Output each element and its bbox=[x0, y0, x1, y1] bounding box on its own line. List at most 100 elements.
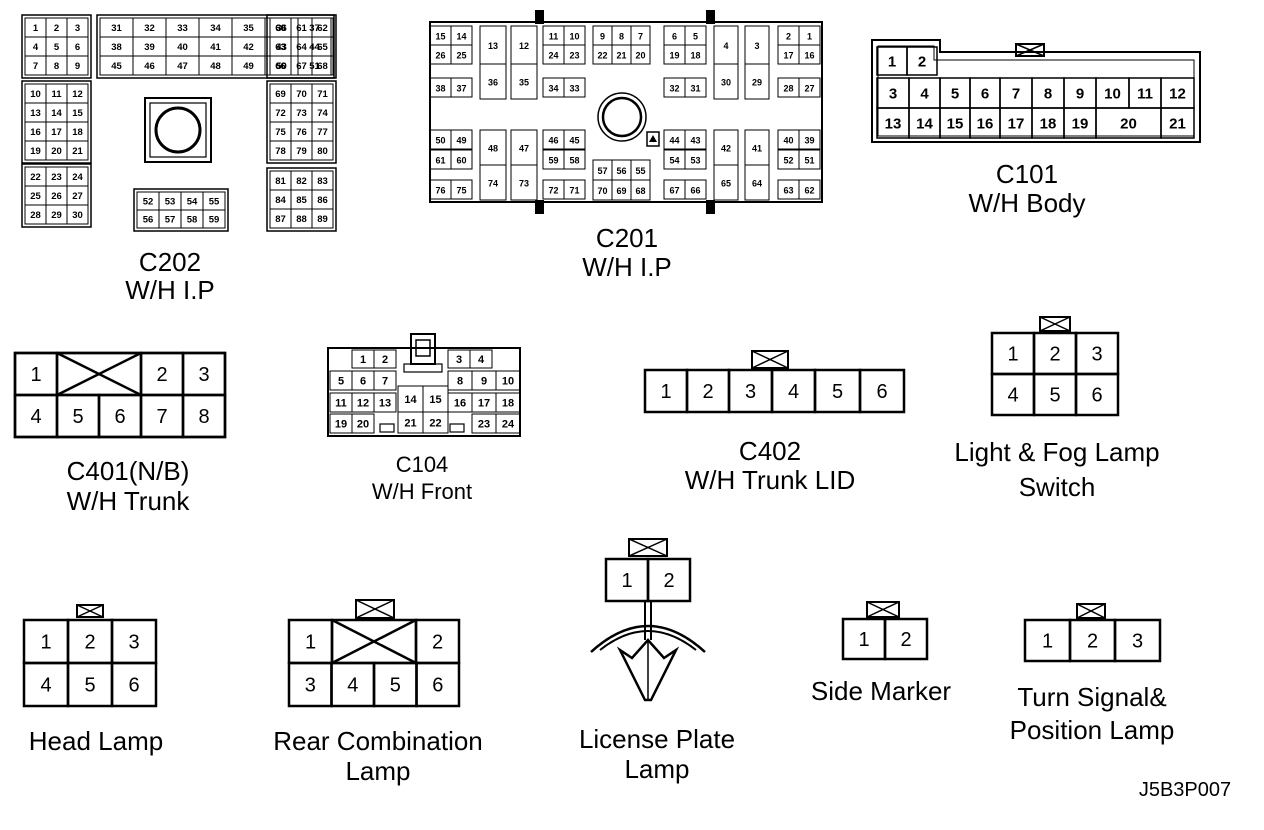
pin-number: 17 bbox=[478, 398, 490, 410]
guide-rail bbox=[706, 200, 715, 214]
pin-number: 12 bbox=[1169, 86, 1186, 103]
pin-number: 12 bbox=[72, 89, 83, 100]
boss-outer bbox=[597, 92, 647, 142]
pin-cell bbox=[684, 179, 707, 200]
pin-cell bbox=[202, 209, 226, 229]
c401-name-caption: W/H Trunk bbox=[67, 486, 191, 516]
pin-number: 70 bbox=[296, 89, 307, 100]
pin-number: 42 bbox=[243, 42, 254, 53]
boss-ring bbox=[154, 106, 202, 154]
c402-name-caption: W/H Trunk LID bbox=[685, 465, 855, 495]
pin-number: 61 bbox=[296, 23, 307, 34]
c104-code-caption: C104 bbox=[396, 452, 449, 477]
pin-number: 11 bbox=[1137, 86, 1153, 103]
pin-number: 7 bbox=[156, 406, 167, 428]
pin-number: 5 bbox=[338, 376, 344, 388]
pin-number: 2 bbox=[918, 54, 926, 71]
pin-number: 1 bbox=[30, 364, 41, 386]
pin-number: 41 bbox=[210, 42, 221, 53]
pin-number: 55 bbox=[635, 166, 645, 176]
pin-number: 24 bbox=[548, 51, 558, 61]
latch-base bbox=[403, 363, 443, 373]
head-lamp-caption: Head Lamp bbox=[29, 726, 163, 756]
pin-number: 4 bbox=[347, 675, 358, 697]
pin-number: 7 bbox=[1012, 86, 1020, 103]
pin-number: 37 bbox=[456, 84, 466, 94]
boss-inner bbox=[149, 102, 207, 158]
pin-number: 65 bbox=[721, 179, 731, 189]
pin-number: 77 bbox=[317, 127, 328, 138]
pin-number: 15 bbox=[947, 116, 964, 133]
pin-number: 58 bbox=[569, 156, 579, 166]
pin-number: 12 bbox=[519, 41, 529, 51]
locking-tab-icon bbox=[1015, 43, 1045, 57]
pin-cell bbox=[469, 349, 493, 369]
pin-number: 30 bbox=[72, 210, 83, 221]
pin-number: 7 bbox=[382, 376, 388, 388]
pin-number: 21 bbox=[616, 51, 626, 61]
pin-number: 8 bbox=[619, 32, 624, 42]
pin-cell bbox=[422, 411, 449, 434]
pin-number: 10 bbox=[30, 89, 41, 100]
pin-number: 72 bbox=[275, 108, 286, 119]
pin-number: 70 bbox=[597, 186, 607, 196]
pin-number: 5 bbox=[1049, 385, 1060, 407]
pin-number: 59 bbox=[548, 156, 558, 166]
pin-cell bbox=[495, 413, 521, 434]
pin-number: 29 bbox=[752, 78, 762, 88]
locking-tab bbox=[866, 601, 900, 618]
guide-rail bbox=[706, 10, 715, 24]
pin-cell bbox=[563, 179, 586, 200]
pin-number: 47 bbox=[519, 144, 529, 154]
pin-number: 52 bbox=[143, 197, 154, 208]
pin-number: 9 bbox=[600, 32, 605, 42]
pin-cell bbox=[798, 77, 821, 98]
pin-number: 4 bbox=[33, 42, 39, 53]
pin-number: 3 bbox=[75, 23, 80, 34]
pin-number: 43 bbox=[690, 136, 700, 146]
block-outline bbox=[133, 188, 229, 232]
pin-cell bbox=[450, 129, 473, 150]
pin-number: 16 bbox=[977, 116, 994, 133]
pin-number: 50 bbox=[435, 136, 445, 146]
pin-number: 13 bbox=[379, 398, 391, 410]
block-outline bbox=[96, 14, 335, 79]
c201-name-caption: W/H I.P bbox=[582, 252, 672, 282]
pin-number: 40 bbox=[783, 136, 793, 146]
latch-inner bbox=[415, 339, 431, 357]
turn-signal-caption-line1: Turn Signal& bbox=[1017, 682, 1166, 712]
c401-code-caption: C401(N/B) bbox=[67, 456, 190, 486]
pin-cell bbox=[415, 661, 461, 708]
pin-cell bbox=[510, 63, 538, 100]
block-outline bbox=[21, 80, 92, 164]
c202-name-caption: W/H I.P bbox=[125, 275, 215, 305]
pin-number: 45 bbox=[569, 136, 579, 146]
block-outline bbox=[266, 14, 337, 79]
pin-number: 1 bbox=[305, 632, 316, 654]
pin-number: 8 bbox=[457, 376, 463, 388]
pin-cell bbox=[798, 149, 821, 170]
pin-number: 8 bbox=[1044, 86, 1052, 103]
locking-tab bbox=[628, 538, 668, 557]
pin-number: 28 bbox=[783, 84, 793, 94]
pin-number: 3 bbox=[745, 381, 756, 403]
pin-cell bbox=[684, 149, 707, 170]
pin-number: 33 bbox=[569, 84, 579, 94]
pin-cell bbox=[744, 164, 770, 201]
pin-cell bbox=[713, 63, 739, 100]
pin-number: 5 bbox=[390, 675, 401, 697]
pin-number: 62 bbox=[804, 186, 814, 196]
pin-cell bbox=[684, 77, 707, 98]
pin-number: 31 bbox=[111, 23, 122, 34]
pin-number: 4 bbox=[478, 354, 485, 366]
pin-cell bbox=[798, 129, 821, 150]
key-arrow-icon bbox=[646, 131, 660, 147]
pin-number: 44 bbox=[309, 42, 320, 53]
pin-number: 85 bbox=[296, 195, 307, 206]
pin-number: 15 bbox=[429, 394, 441, 406]
pin-number: 1 bbox=[360, 354, 366, 366]
locking-tab-icon bbox=[751, 350, 789, 369]
pin-number: 67 bbox=[669, 186, 679, 196]
